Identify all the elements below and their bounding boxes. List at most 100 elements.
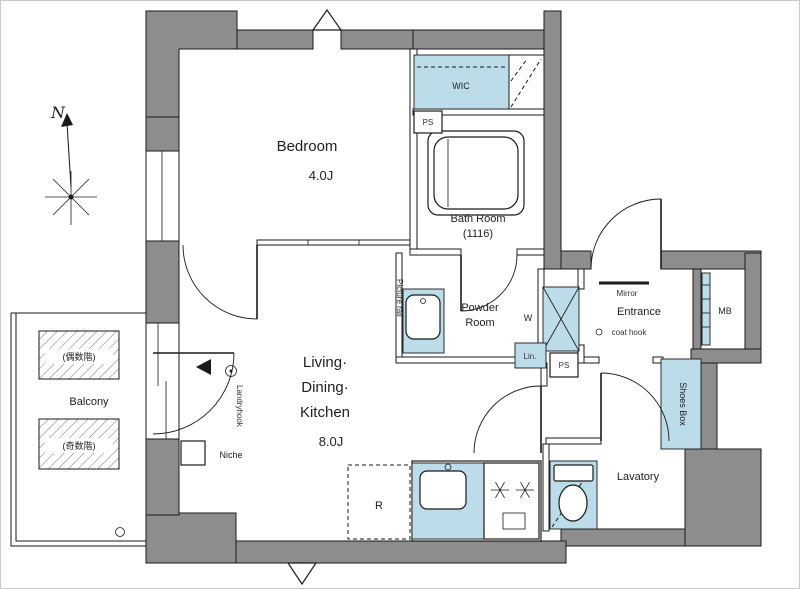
entrance-label: Entrance xyxy=(617,306,661,318)
linen-closet xyxy=(514,342,547,369)
pipe-space-diagonal xyxy=(510,58,528,82)
balcony-label: Balcony xyxy=(69,396,109,408)
picture-rail-label: Picture rail xyxy=(395,279,404,317)
structural-walls xyxy=(145,10,762,564)
ac-space-even-label-bg xyxy=(45,349,113,364)
shoes-box-label: Shoes Box xyxy=(678,382,688,426)
partition-bedroom-ldk xyxy=(256,239,411,246)
kitchen-faucet xyxy=(444,463,452,471)
doors xyxy=(152,198,670,454)
mb-label: MB xyxy=(718,306,732,316)
balcony-door-swing xyxy=(152,352,235,435)
wall-right xyxy=(543,10,562,270)
lavatory-label: Lavatory xyxy=(617,471,660,483)
coat-hook-icon xyxy=(595,328,603,336)
pipe-space-diagonal xyxy=(510,58,542,108)
wall-entrance-top-left xyxy=(560,250,592,270)
ldk-label-3: Kitchen xyxy=(300,404,350,421)
bath-door-swing xyxy=(460,254,518,312)
toilet-tank xyxy=(553,464,594,482)
ac-space-odd-label-bg xyxy=(45,438,113,453)
wall-bath-bottom-a xyxy=(409,248,462,256)
wall-top-b xyxy=(340,29,414,50)
vent-top-icon xyxy=(311,8,343,31)
wall-kitchen-bottom xyxy=(232,540,567,564)
fixtures xyxy=(180,110,649,542)
wall-left-lower xyxy=(145,438,180,516)
wall-mb-right xyxy=(744,252,762,364)
wall-lavatory-bottom xyxy=(560,528,686,547)
mb-louver xyxy=(701,272,711,346)
wall-top-left-block xyxy=(145,10,238,118)
washer-diagonal xyxy=(542,286,580,352)
coat-hook-label: coat hook xyxy=(612,328,648,337)
mirror-label: Mirror xyxy=(617,289,638,298)
balcony-drain xyxy=(115,527,125,537)
wall-mb-bottom xyxy=(690,348,762,364)
wall-top-a xyxy=(236,29,314,50)
ldk-size-label: 8.0J xyxy=(319,434,344,449)
shoes-box xyxy=(660,358,702,450)
interior-walls xyxy=(256,48,686,532)
powder-sink xyxy=(405,294,441,340)
balcony-odd-floor-label: (奇数階) xyxy=(63,440,96,451)
wall-bottom-right-block xyxy=(684,448,762,547)
balcony xyxy=(10,312,146,547)
refrigerator-space xyxy=(347,464,411,540)
wall-entrance-left-a xyxy=(577,268,585,290)
burner-icon xyxy=(516,482,534,498)
niche-label: Niche xyxy=(219,450,242,460)
bath-size-label: (1116) xyxy=(463,228,493,240)
grill xyxy=(502,512,526,530)
wall-left-upper xyxy=(145,116,180,152)
bedroom-door-swing xyxy=(182,244,258,320)
wall-bath-bottom-b xyxy=(516,248,545,256)
bedroom-window xyxy=(145,150,180,242)
vent-bottom-icon xyxy=(286,562,318,586)
laundry-hook-label: Landryhook xyxy=(235,385,244,428)
stove xyxy=(483,462,540,540)
linen-label: Lin. xyxy=(524,352,537,361)
ps-top-label: PS xyxy=(423,118,434,127)
wall-lavatory-top-a xyxy=(545,437,602,445)
labels: N Bedroom 4.0J WIC PS Bath Room (1116) P… xyxy=(50,81,732,512)
balcony-sliding-door xyxy=(145,322,180,440)
wall-entrance-bottom-a xyxy=(583,356,600,364)
wall-bottom-left-block xyxy=(145,512,237,564)
front-door-swing xyxy=(590,198,662,270)
wall-mb-left xyxy=(692,268,702,350)
wall-lavatory-left xyxy=(542,443,550,532)
ps-bottom-label: PS xyxy=(559,361,570,370)
bathtub-inner xyxy=(433,136,519,210)
toilet-bowl xyxy=(558,484,588,522)
niche-box xyxy=(180,440,206,466)
kitchen-sink xyxy=(419,470,467,510)
wall-top-c xyxy=(412,29,545,50)
bedroom-label: Bedroom xyxy=(277,138,338,155)
burner-icon xyxy=(491,482,509,498)
powder-faucet xyxy=(420,298,426,304)
wic-area xyxy=(413,54,510,110)
wic-label: WIC xyxy=(452,81,470,91)
powder-label-1: Powder xyxy=(461,302,499,314)
balcony-rail-inner xyxy=(15,313,146,542)
north-label: N xyxy=(50,103,66,122)
laundry-hook-icon xyxy=(225,365,237,377)
powder-label-2: Room xyxy=(465,317,494,329)
wall-shoesbox-right xyxy=(700,362,718,454)
balcony-even-floor-label: (偶数階) xyxy=(63,351,96,362)
balcony-rail-outer xyxy=(10,313,146,547)
washer-label: W xyxy=(524,313,533,323)
ps-box-top xyxy=(413,110,443,134)
wall-powder-bottom xyxy=(395,356,518,364)
bedroom-size-label: 4.0J xyxy=(309,168,334,183)
wall-left-middle xyxy=(145,240,180,324)
bath-label: Bath Room xyxy=(450,213,505,225)
symbols xyxy=(45,8,343,586)
lavatory-door-swing xyxy=(600,372,670,442)
ldk-label-2: Dining· xyxy=(301,379,349,396)
direction-triangle-icon xyxy=(196,359,211,375)
ldk-label-1: Living· xyxy=(303,354,347,371)
ps-box-bottom xyxy=(549,352,579,378)
